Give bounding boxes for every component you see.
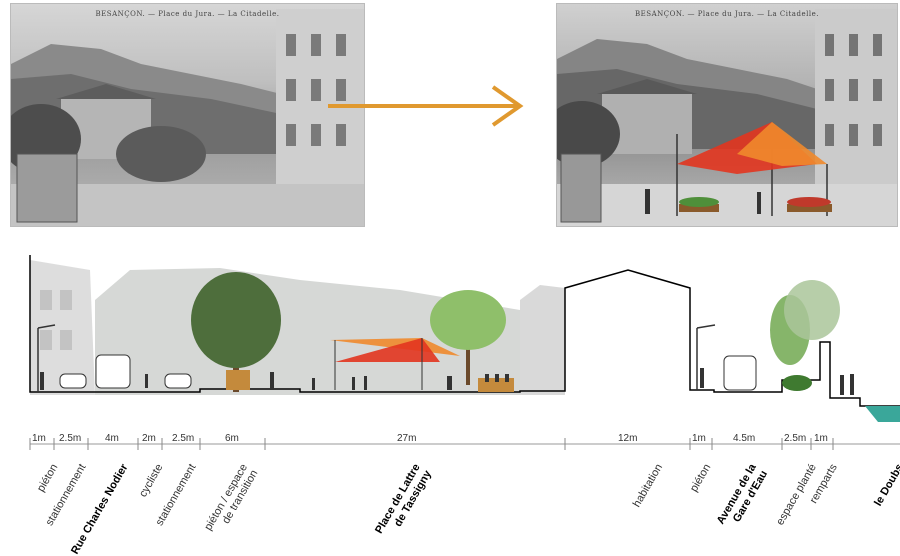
dim-label: 4.5m [733,433,756,444]
van [95,354,131,389]
zone-label: cycliste [136,462,166,500]
dim-label: 1m [814,433,828,444]
car-1 [59,373,87,389]
tree-planted-2 [784,280,840,340]
tree-place [430,290,506,350]
photo-after-scene [557,9,897,226]
photo-after-caption: BESANÇON. — Place du Jura. — La Citadell… [635,10,819,18]
zone-label-river: le Doubs [871,462,900,509]
transformation-arrow [328,85,524,127]
dimension-line [29,438,900,450]
dim-label: 6m [225,433,239,444]
dim-label: 2.5m [172,433,195,444]
zone-label: piéton [688,462,714,494]
photo-before-scene [11,9,364,226]
photo-before-caption: BESANÇON. — Place du Jura. — La Citadell… [95,10,280,18]
section-shade-sail-red [335,338,440,362]
zone-label: piéton [35,462,61,494]
tree-large [191,272,281,368]
van-right [723,355,757,391]
dim-label: 27m [397,433,417,444]
ground-profile [29,255,900,407]
photo-before: BESANÇON. — Place du Jura. — La Citadell… [10,3,365,227]
dim-label: 1m [32,433,46,444]
dim-label: 2.5m [59,433,82,444]
dim-label: 12m [618,433,638,444]
dim-label: 2.5m [784,433,807,444]
car-2 [164,373,192,389]
photo-after: BESANÇON. — Place du Jura. — La Citadell… [556,3,898,227]
river-le-doubs [865,406,900,422]
zone-label: habitation [631,462,666,510]
cross-section-drawing [29,255,900,422]
dim-label: 1m [692,433,706,444]
dim-label: 2m [142,433,156,444]
shade-sail-orange [737,122,827,166]
dim-label: 4m [105,433,119,444]
